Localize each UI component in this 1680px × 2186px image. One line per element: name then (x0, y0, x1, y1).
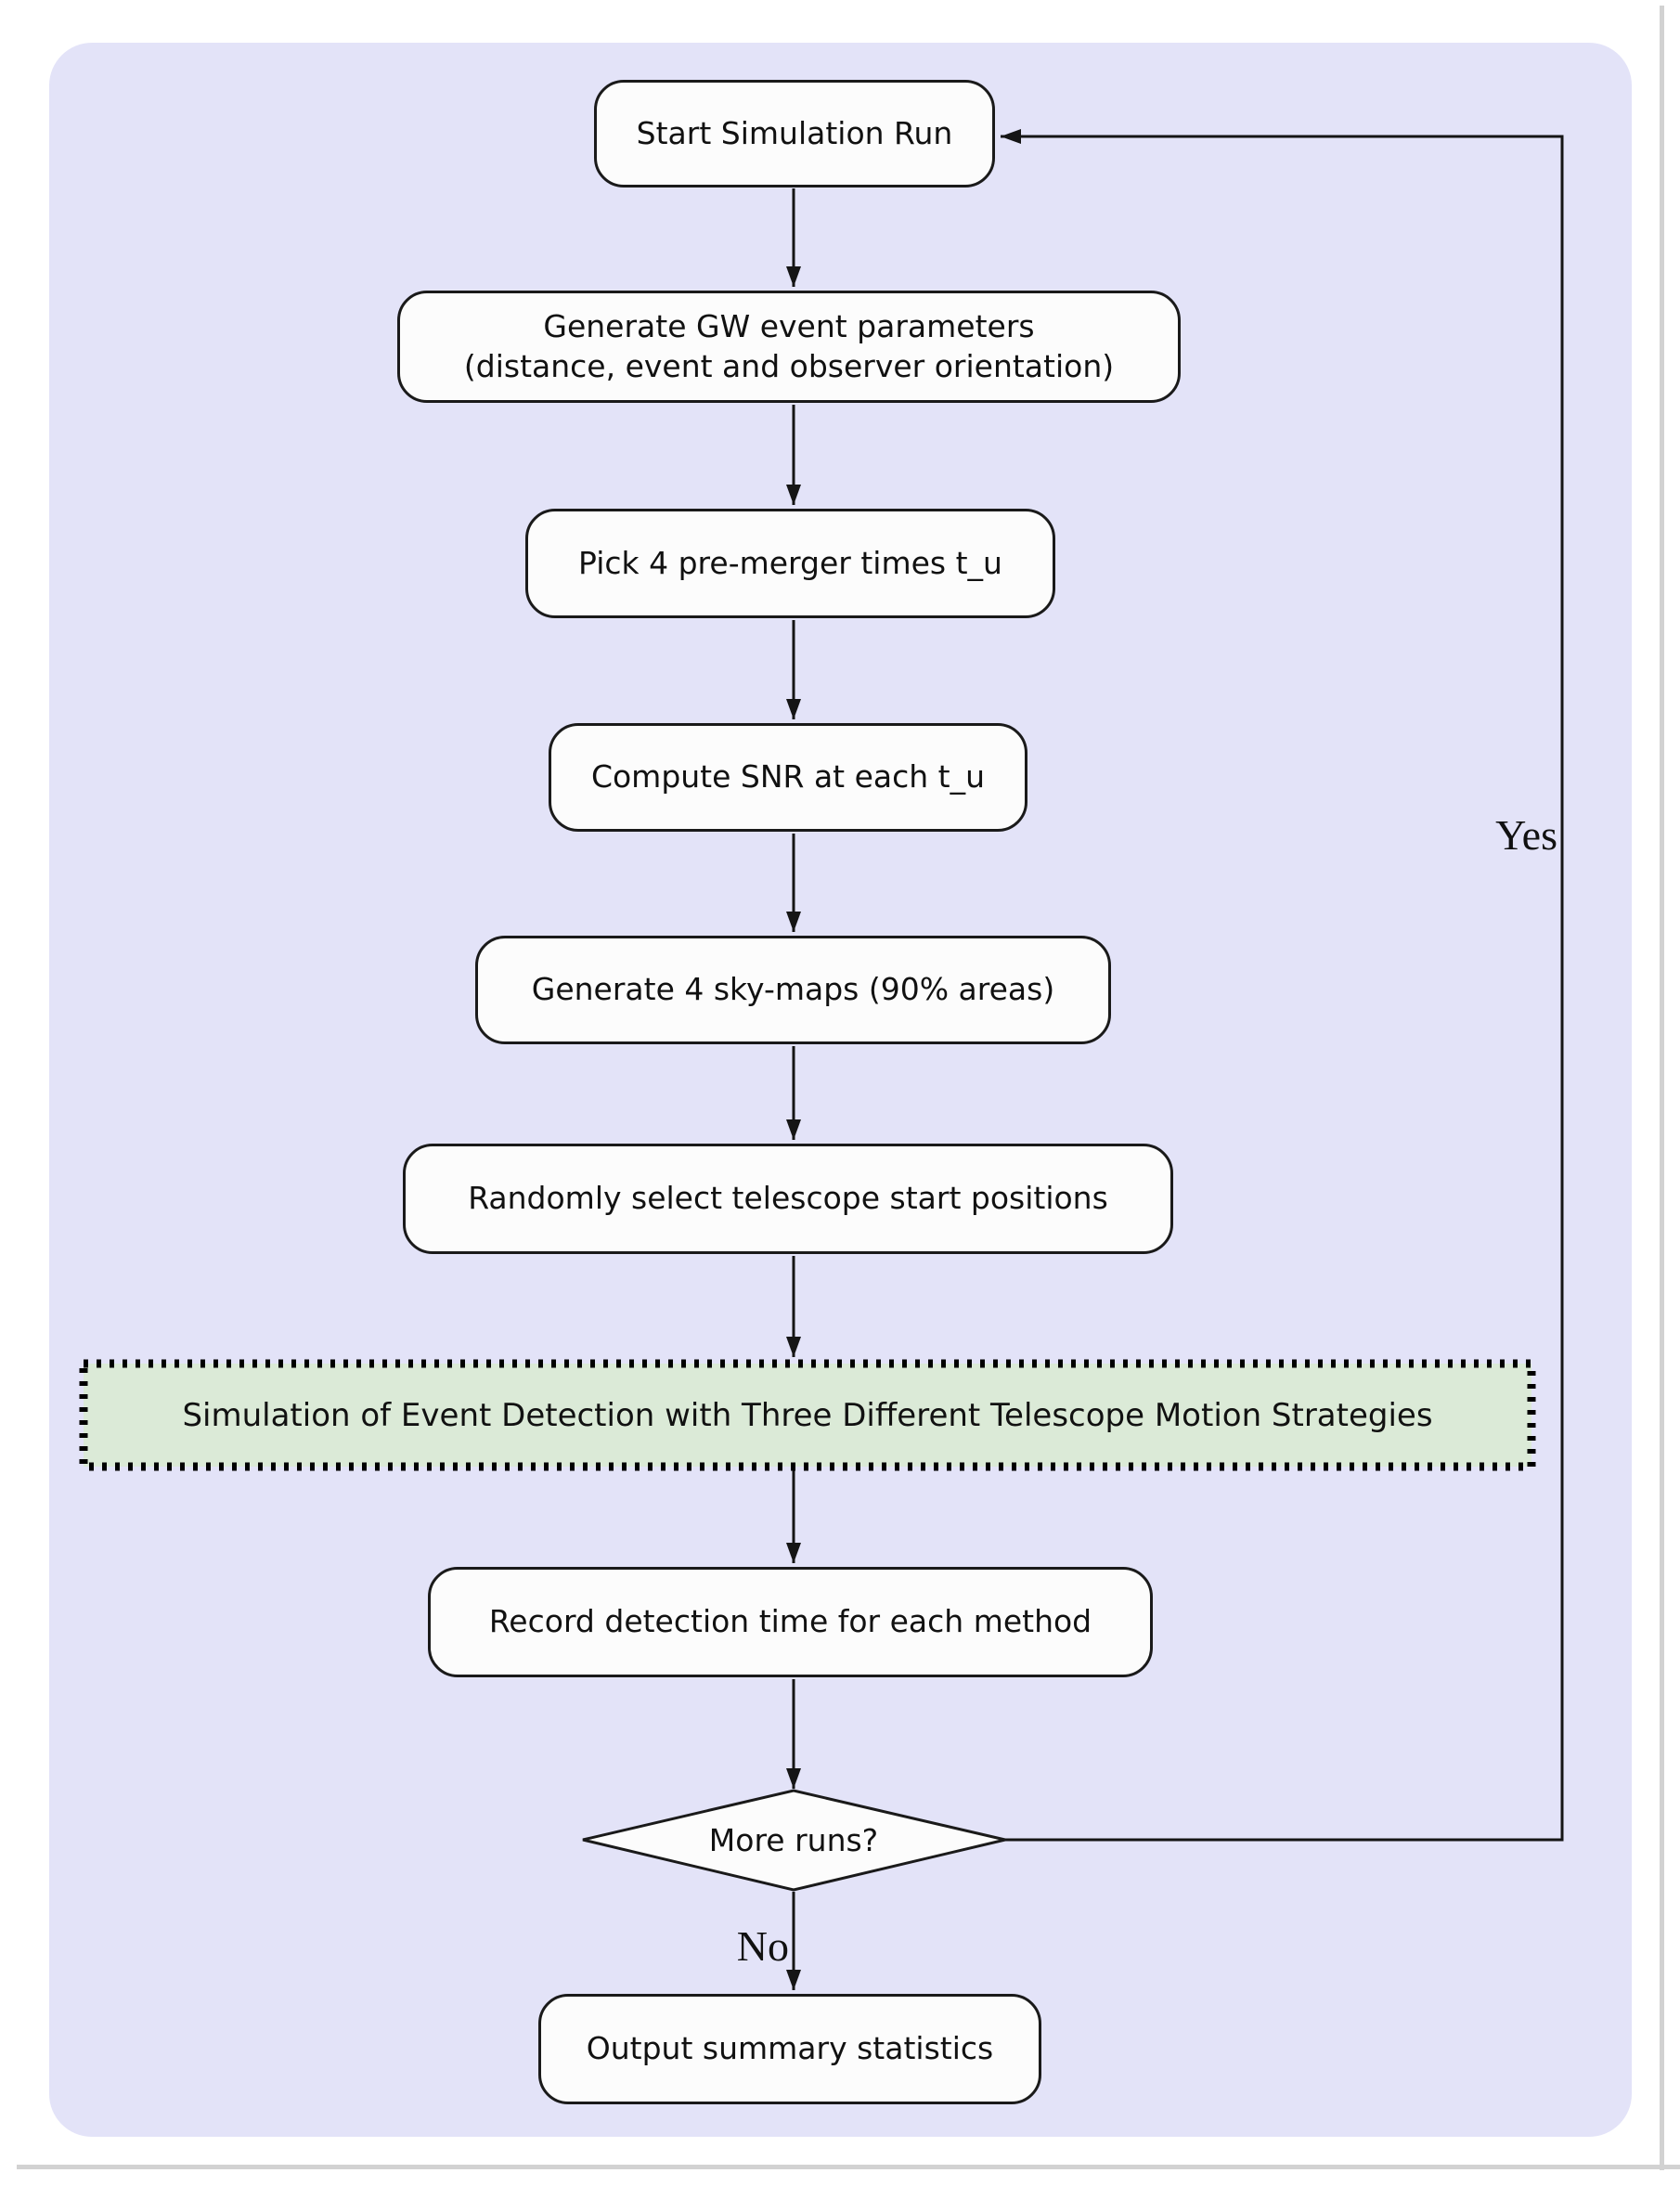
node-compute-snr-label: Compute SNR at each t_u (590, 758, 986, 795)
node-output-statistics: Output summary statistics (538, 1994, 1041, 2104)
node-compute-snr: Compute SNR at each t_u (549, 723, 1027, 832)
node-random-start-positions-label: Randomly select telescope start position… (468, 1180, 1108, 1217)
node-random-start-positions: Randomly select telescope start position… (403, 1144, 1173, 1254)
edge-label-yes: Yes (1495, 811, 1557, 859)
decision-more-runs-label: More runs? (708, 1821, 879, 1858)
node-pick-times-label: Pick 4 pre-merger times t_u (578, 544, 1002, 581)
edge-decision-yes-loop-to-start (1001, 129, 1564, 1842)
node-generate-parameters: Generate GW event parameters (distance, … (397, 291, 1181, 403)
page-frame-bottom-line (17, 2165, 1680, 2169)
node-generate-label-line1: Generate GW event parameters (543, 308, 1035, 345)
strategies-subprocess-shape (79, 1359, 1536, 1471)
node-generate-skymaps-label: Generate 4 sky-maps (90% areas) (531, 971, 1055, 1008)
page-frame-right-line (1660, 6, 1664, 2170)
node-record-detection-time-label: Record detection time for each method (488, 1603, 1092, 1640)
edge-label-no: No (736, 1922, 789, 1970)
node-generate-label-line2: (distance, event and observer orientatio… (463, 347, 1115, 384)
decision-diamond-shape (582, 1789, 1006, 1892)
node-generate-skymaps: Generate 4 sky-maps (90% areas) (475, 936, 1111, 1044)
node-record-detection-time: Record detection time for each method (428, 1567, 1153, 1677)
node-output-statistics-label: Output summary statistics (586, 2030, 994, 2067)
node-pick-times: Pick 4 pre-merger times t_u (525, 509, 1055, 618)
node-start-label: Start Simulation Run (636, 114, 953, 151)
node-start: Start Simulation Run (594, 80, 995, 188)
strategies-subprocess-label: Simulation of Event Detection with Three… (182, 1396, 1433, 1434)
